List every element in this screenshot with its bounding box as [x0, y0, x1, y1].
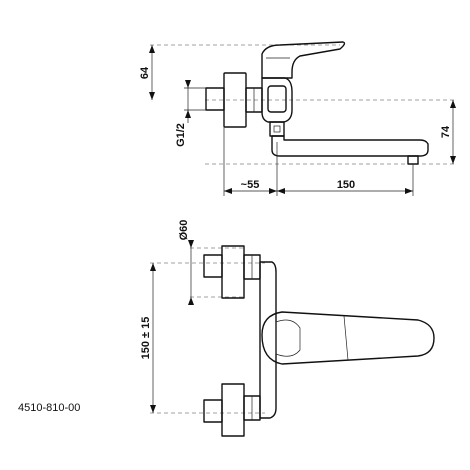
side-spout	[271, 135, 429, 157]
dim-height-top: 64	[139, 66, 151, 79]
front-upper-flange	[221, 245, 245, 299]
dim-spout-reach: 150	[337, 179, 355, 191]
side-inlet-pipe	[205, 87, 225, 111]
front-lower-inlet-pipe	[203, 399, 223, 423]
side-mixer-body	[261, 77, 293, 123]
side-lever-handle	[261, 41, 346, 79]
side-view: 64 G1/2 74 ~55 150	[139, 41, 456, 196]
front-lever-handle	[261, 311, 435, 365]
dim-wall-offset: ~55	[241, 179, 260, 191]
dim-flange-diameter: Ø60	[178, 220, 190, 241]
front-view: Ø60 150 ± 15	[140, 220, 435, 437]
dim-thread: G1/2	[175, 123, 187, 147]
side-aerator	[407, 155, 419, 165]
front-mixer-body	[259, 261, 277, 419]
dim-inlet-spacing: 150 ± 15	[140, 317, 152, 360]
product-code: 4510-810-00	[18, 402, 81, 414]
front-lower-flange	[221, 383, 245, 437]
front-upper-inlet-pipe	[203, 254, 223, 278]
side-spout-collar	[269, 121, 285, 137]
dim-spout-height: 74	[440, 125, 452, 138]
